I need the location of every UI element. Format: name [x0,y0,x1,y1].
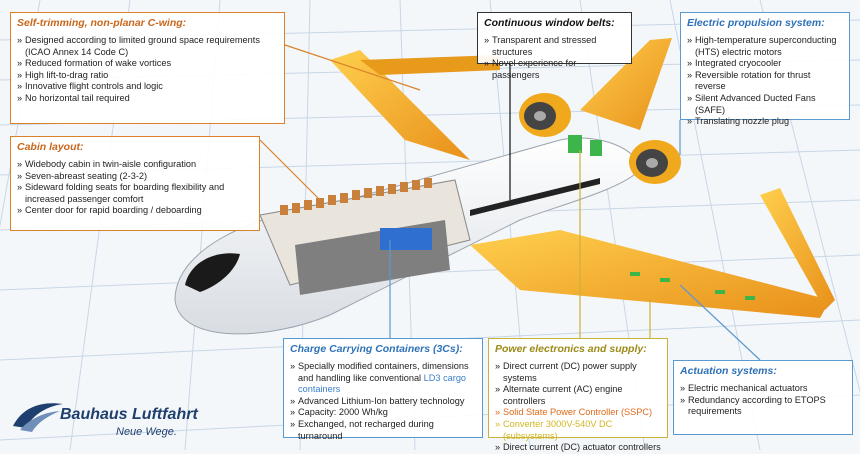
cockpit-window [185,253,240,292]
power-electronics-item: Converter 3000V-540V DC (subsystems) [495,419,661,442]
ld3-highlight: LD3 cargo containers [298,372,467,395]
actuation-title: Actuation systems: [680,365,777,377]
power-electronics [568,135,582,153]
far-wing-tip [360,55,500,75]
window-belts-callout: Continuous window belts: Transparent and… [477,12,632,80]
cabin-layout-callout: Cabin layout: Widebody cabin in twin-ais… [10,136,260,231]
charge-containers-item: Advanced Lithium-Ion battery technology [290,396,476,408]
swoosh-icon [13,403,63,432]
charge-containers-title: Charge Carrying Containers (3Cs): [290,343,463,355]
power-electronics-item: Direct current (DC) power supply systems [495,361,661,384]
cabin-layout-item: Sideward folding seats for boarding flex… [17,182,253,205]
electric-propulsion-item: High-temperature superconducting (HTS) e… [687,35,843,58]
electric-propulsion-item: Reversible rotation for thrust reverse [687,70,843,93]
window-belts-item: Novel experience for passengers [484,58,625,81]
actuators [630,272,755,300]
seats [280,178,432,215]
upper-engine [519,93,571,137]
electric-propulsion-item: Silent Advanced Ducted Fans (SAFE) [687,93,843,116]
window-belt [470,178,600,216]
c-wing-title: Self-trimming, non-planar C-wing: [17,17,187,29]
brand-tagline: Neue Wege. [116,426,177,438]
window-belts-title: Continuous window belts: [484,17,615,29]
containers-text: Specially modified containers, dimension… [298,361,469,383]
power-electronics-callout: Power electronics and supply: Direct cur… [488,338,668,453]
c-wing-item: No horizontal tail required [17,93,278,105]
charge-containers-item: Exchanged, not recharged during turnarou… [290,419,476,442]
actuation-item: Electric mechanical actuators [680,383,846,395]
electric-propulsion-title: Electric propulsion system: [687,17,825,29]
actuation-callout: Actuation systems: Electric mechanical a… [673,360,853,435]
far-wing [330,50,470,160]
c-wing-item: High lift-to-drag ratio [17,70,278,82]
power-electronics-item: Direct current (DC) actuator controllers [495,442,661,454]
power-electronics-title: Power electronics and supply: [495,343,647,355]
bauhaus-logo: Bauhaus Luftfahrt Neue Wege. [8,392,208,448]
leader-lines [259,44,761,361]
c-wing-item: Designed according to limited ground spa… [17,35,278,58]
electric-propulsion-item: Translating nozzle plug [687,116,843,128]
lower-engine [629,140,681,184]
power-electronics-item: Alternate current (AC) engine controller… [495,384,661,407]
electric-propulsion-callout: Electric propulsion system: High-tempera… [680,12,850,127]
c-wing-callout: Self-trimming, non-planar C-wing: Design… [10,12,285,124]
actuation-item: Redundancy according to ETOPS requiremen… [680,395,846,418]
electric-propulsion-item: Integrated cryocooler [687,58,843,70]
c-wing-item: Reduced formation of wake vortices [17,58,278,70]
charge-containers-item: Specially modified containers, dimension… [290,361,476,396]
power-electronics-item: Solid State Power Controller (SSPC) [495,407,661,419]
tail-fin [580,38,672,130]
battery-container [380,228,432,250]
brand-name: Bauhaus Luftfahrt [60,406,198,423]
cabin-layout-item: Center door for rapid boarding / deboard… [17,205,253,217]
power-electronics-2 [590,140,602,156]
cabin-layout-title: Cabin layout: [17,141,84,153]
charge-containers-callout: Charge Carrying Containers (3Cs): Specia… [283,338,483,441]
winglet [760,188,835,310]
cabin-layout-item: Widebody cabin in twin-aisle configurati… [17,159,253,171]
c-wing-item: Innovative flight controls and logic [17,81,278,93]
main-wing [470,230,830,318]
cabin-layout-item: Seven-abreast seating (2-3-2) [17,171,253,183]
charge-containers-item: Capacity: 2000 Wh/kg [290,407,476,419]
window-belts-item: Transparent and stressed structures [484,35,625,58]
